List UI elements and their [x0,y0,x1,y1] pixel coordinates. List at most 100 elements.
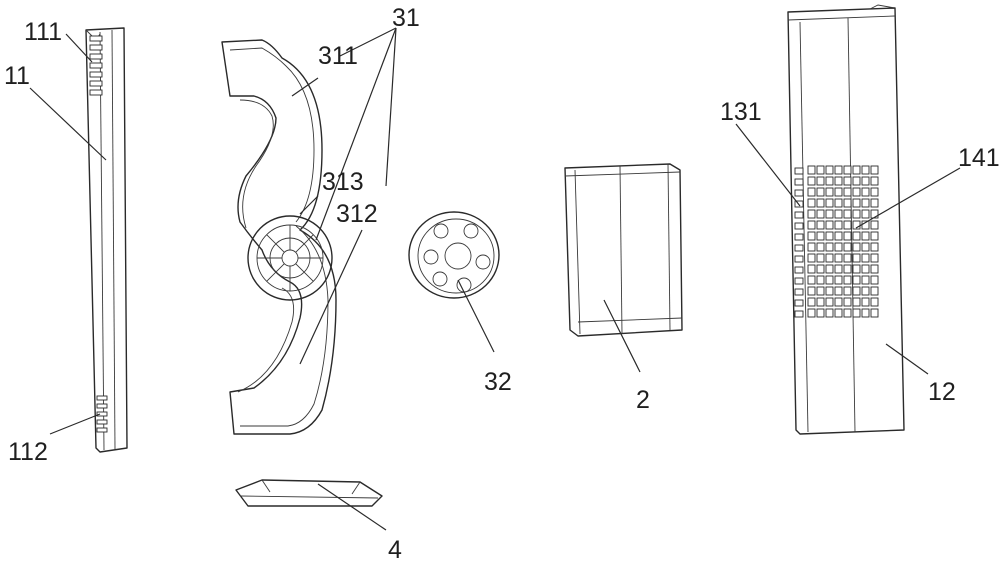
side-slot [794,189,804,197]
label-111: 111 [24,18,62,46]
vent-slot [89,35,103,42]
grille-cell [870,165,879,175]
vents-112 [96,395,108,433]
grille-cell [834,187,843,197]
grille-cell [843,275,852,285]
part-2-block [564,163,683,337]
grille-cell [834,286,843,296]
grille-cell [834,220,843,230]
vent-slot [96,403,108,409]
vent-slot [89,62,103,69]
grille-cell [861,253,870,263]
grille-cell [807,165,816,175]
grille-cell [870,308,879,318]
fan-spoke [295,263,314,282]
grille-cell [825,165,834,175]
fan-spoke [266,234,285,253]
grille-cell [852,165,861,175]
side-slot [794,244,804,252]
grille-cell [843,253,852,263]
grille-cell [834,275,843,285]
grille-cell [807,176,816,186]
label-131: 131 [720,98,762,126]
part-11-strip [85,27,128,453]
grille-cell [816,253,825,263]
grille-cell [852,275,861,285]
grille-cell [825,308,834,318]
grille-cell [870,187,879,197]
grille-cell [807,231,816,241]
side-slot [794,255,804,263]
grille-cell [807,275,816,285]
fan-grille [257,225,323,291]
grille-cell [825,198,834,208]
grille-cell [843,198,852,208]
grille-cell [843,286,852,296]
grille-cell [852,176,861,186]
grille-cell [861,275,870,285]
vent-slot [89,53,103,60]
grille-cell [852,187,861,197]
grille-cell [870,176,879,186]
label-32: 32 [484,368,512,396]
vent-slot [96,411,108,417]
grille-cell [807,209,816,219]
grille-cell [834,209,843,219]
label-311: 311 [318,42,358,70]
grille-cell [843,264,852,274]
grille-cell [870,297,879,307]
grille-cell [816,275,825,285]
grille-cell [825,242,834,252]
grille-cell [816,308,825,318]
grille-141 [807,165,879,318]
grille-cell [834,242,843,252]
grille-cell [825,286,834,296]
slots-131 [794,167,804,318]
side-slot [794,288,804,296]
vent-slot [89,89,103,96]
grille-cell [825,209,834,219]
grille-cell [861,176,870,186]
vent-slot [89,71,103,78]
grille-cell [807,264,816,274]
fan-ring [269,237,311,279]
vents-111 [89,35,103,96]
grille-cell [861,297,870,307]
grille-cell [870,231,879,241]
grille-cell [807,308,816,318]
grille-cell [843,242,852,252]
label-31: 31 [392,4,420,32]
grille-cell [870,286,879,296]
grille-cell [861,187,870,197]
side-slot [794,222,804,230]
label-312: 312 [336,200,378,228]
part-labels: 111 11 112 311 31 313 312 32 2 131 141 1… [4,4,1000,564]
grille-cell [843,176,852,186]
vent-slot [96,395,108,401]
vent-slot [89,80,103,87]
grille-cell [870,220,879,230]
grille-cell [834,231,843,241]
grille-cell [852,209,861,219]
grille-cell [816,187,825,197]
grille-cell [816,220,825,230]
grille-cell [816,297,825,307]
grille-cell [816,264,825,274]
side-slot [794,266,804,274]
side-slot [794,233,804,241]
label-12: 12 [928,378,956,406]
grille-cell [807,220,816,230]
grille-cell [834,297,843,307]
grille-cell [870,242,879,252]
grille-cell [825,253,834,263]
side-slot [794,310,804,318]
grille-cell [816,165,825,175]
grille-cell [870,275,879,285]
leader-lines [29,27,961,531]
side-slot [794,178,804,186]
grille-cell [825,297,834,307]
grille-cell [807,253,816,263]
part-31-fan-housing [221,39,337,435]
grille-cell [870,264,879,274]
grille-cell [816,286,825,296]
